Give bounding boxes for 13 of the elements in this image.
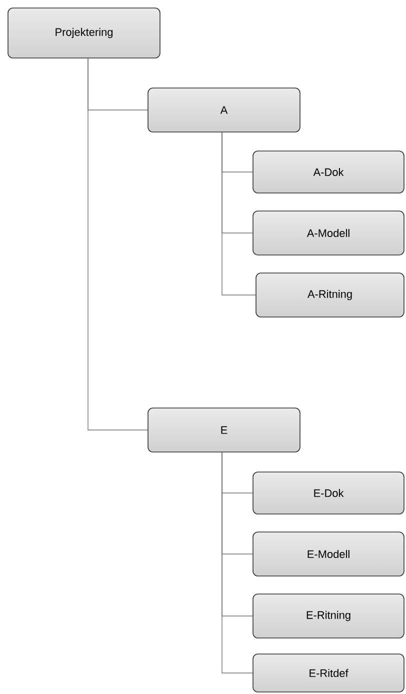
node-box: A [148,88,300,132]
node-box: E-Dok [252,472,404,514]
node-box: E-Ritdef [252,654,404,692]
node-box: A-Dok [252,150,404,194]
connector-line [222,132,256,296]
node-box: E [148,408,300,452]
node-box: A-Modell [252,210,404,256]
node-box: Projektering [8,8,160,58]
connector-line [88,58,148,430]
node-box: E-Ritning [252,594,404,638]
node-box: A-Ritning [256,272,404,318]
connector-line [222,452,253,674]
node-box: E-Modell [252,532,404,576]
